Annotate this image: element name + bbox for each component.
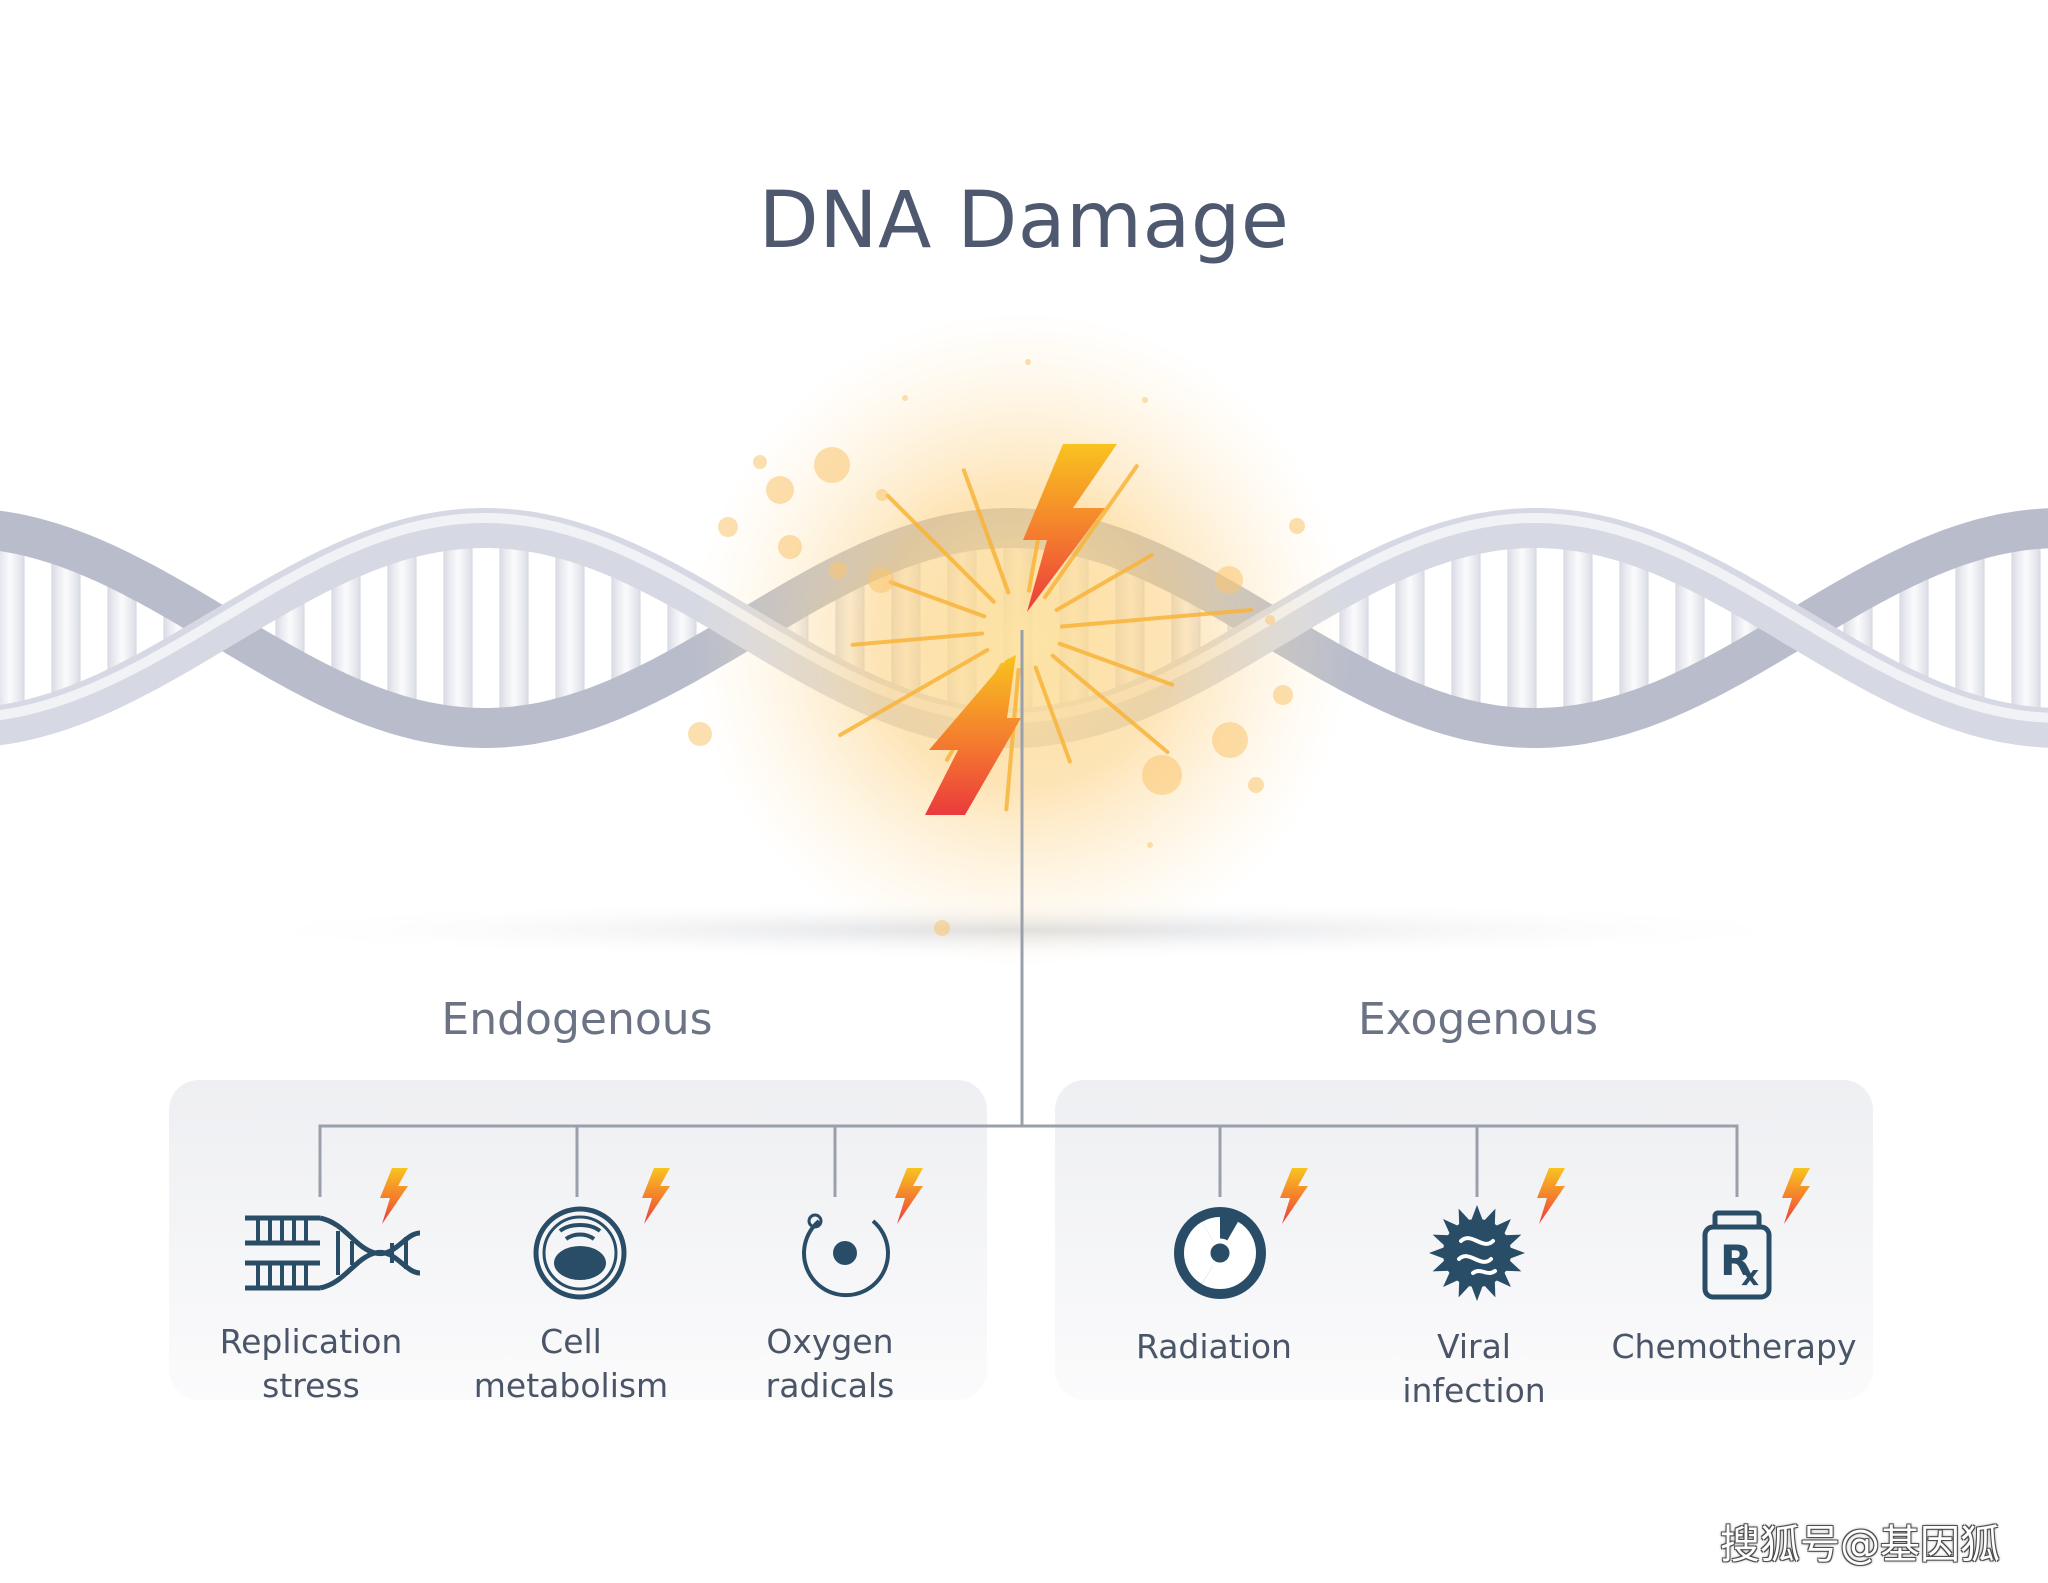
- group-heading-endogenous: Endogenous: [441, 994, 713, 1045]
- spark: [814, 447, 850, 483]
- mini-bolt-icon: [895, 1168, 923, 1224]
- cell-icon: [533, 1206, 627, 1300]
- burst-ray: [1004, 667, 1021, 812]
- burst-ray: [838, 648, 990, 737]
- spark: [778, 535, 802, 559]
- helix-rung: [555, 540, 585, 716]
- virus-icon: [1429, 1205, 1525, 1301]
- diagram-title: DNA Damage: [758, 176, 1290, 266]
- burst-ray: [1042, 464, 1139, 600]
- mini-bolt-icon: [1280, 1168, 1308, 1224]
- burst-ray: [888, 580, 987, 619]
- label-line: Viral: [1437, 1327, 1511, 1366]
- damage-burst: [688, 310, 1352, 970]
- spark: [934, 920, 950, 936]
- burst-ray: [1054, 553, 1154, 612]
- burst-sparks: [688, 359, 1305, 936]
- burst-rays: [838, 464, 1254, 812]
- svg-text:R: R: [1720, 1236, 1752, 1285]
- virus-spike: [1471, 1205, 1483, 1221]
- mini-bolts: [380, 1168, 1810, 1224]
- item-label-replication-stress: Replication stress: [151, 1320, 471, 1408]
- spark: [1273, 685, 1293, 705]
- spark: [1248, 777, 1264, 793]
- label-line: Oxygen: [766, 1322, 894, 1361]
- spark: [766, 476, 794, 504]
- virus-spike: [1471, 1285, 1483, 1301]
- spark: [1142, 397, 1148, 403]
- burst-ray: [1033, 665, 1072, 764]
- virus-spike: [1429, 1247, 1445, 1259]
- item-label-radiation: Radiation: [1054, 1325, 1374, 1369]
- helix-rung: [443, 528, 473, 728]
- label-line: Chemotherapy: [1611, 1327, 1857, 1366]
- item-label-viral-infection: Viral infection: [1314, 1325, 1634, 1413]
- label-line: stress: [262, 1366, 360, 1405]
- label-line: metabolism: [473, 1366, 669, 1405]
- burst-ray: [885, 493, 996, 604]
- spark: [688, 722, 712, 746]
- helix-rung: [1563, 530, 1593, 726]
- label-line: infection: [1402, 1371, 1546, 1410]
- burst-ray: [1057, 641, 1175, 687]
- dna-replication-icon: [245, 1215, 421, 1291]
- spark: [829, 561, 847, 579]
- helix-rung: [499, 529, 529, 727]
- item-label-oxygen-radicals: Oxygen radicals: [670, 1320, 990, 1408]
- mini-bolt-icon: [380, 1168, 408, 1224]
- mini-bolt-icon: [1537, 1168, 1565, 1224]
- virus-spike: [1495, 1271, 1511, 1287]
- spark: [1215, 566, 1243, 594]
- helix-rung: [2011, 529, 2041, 727]
- mini-bolt-icon: [1782, 1168, 1810, 1224]
- spark: [902, 395, 908, 401]
- spark: [753, 455, 767, 469]
- item-label-chemotherapy: Chemotherapy: [1574, 1325, 1894, 1369]
- svg-text:x: x: [1741, 1259, 1759, 1292]
- burst-ray: [1059, 607, 1254, 629]
- group-heading-exogenous: Exogenous: [1357, 994, 1599, 1045]
- helix-rung: [387, 539, 417, 717]
- virus-spike: [1509, 1247, 1525, 1259]
- spark: [1212, 722, 1248, 758]
- radiation-icon: [1174, 1207, 1266, 1299]
- burst-ray: [1050, 653, 1170, 755]
- mini-bolt-icon: [642, 1168, 670, 1224]
- item-label-cell-metabolism: Cell metabolism: [411, 1320, 731, 1408]
- branch-lines: [318, 1124, 1739, 1197]
- helix-rung: [1955, 541, 1985, 715]
- spark: [1289, 518, 1305, 534]
- burst-ray: [850, 631, 985, 647]
- spark: [718, 517, 738, 537]
- label-line: Replication: [219, 1322, 403, 1361]
- spark: [868, 567, 894, 593]
- lightning-bolt-top-icon: [1023, 444, 1117, 612]
- helix-rung: [0, 531, 25, 725]
- watermark: 搜狐号@基因狐: [1720, 1522, 2000, 1568]
- prescription-bottle-icon: R x: [1702, 1210, 1772, 1300]
- spark: [1142, 755, 1182, 795]
- spark: [876, 489, 888, 501]
- endogenous-panel: [169, 1080, 987, 1400]
- virus-spike: [1495, 1219, 1511, 1235]
- spark: [1265, 615, 1275, 625]
- oxygen-radical-icon: [802, 1213, 890, 1298]
- virus-spike: [1443, 1219, 1459, 1235]
- label-line: Radiation: [1136, 1327, 1292, 1366]
- helix-rung: [1507, 527, 1537, 729]
- spark: [1025, 359, 1031, 365]
- helix-rung: [1451, 535, 1481, 721]
- helix-rung: [1619, 544, 1649, 712]
- lightning-bolt-bottom-icon: [925, 655, 1021, 815]
- label-line: Cell: [540, 1322, 602, 1361]
- label-line: radicals: [765, 1366, 895, 1405]
- burst-ray: [965, 477, 1011, 595]
- virus-spike: [1443, 1271, 1459, 1287]
- spark: [1147, 842, 1153, 848]
